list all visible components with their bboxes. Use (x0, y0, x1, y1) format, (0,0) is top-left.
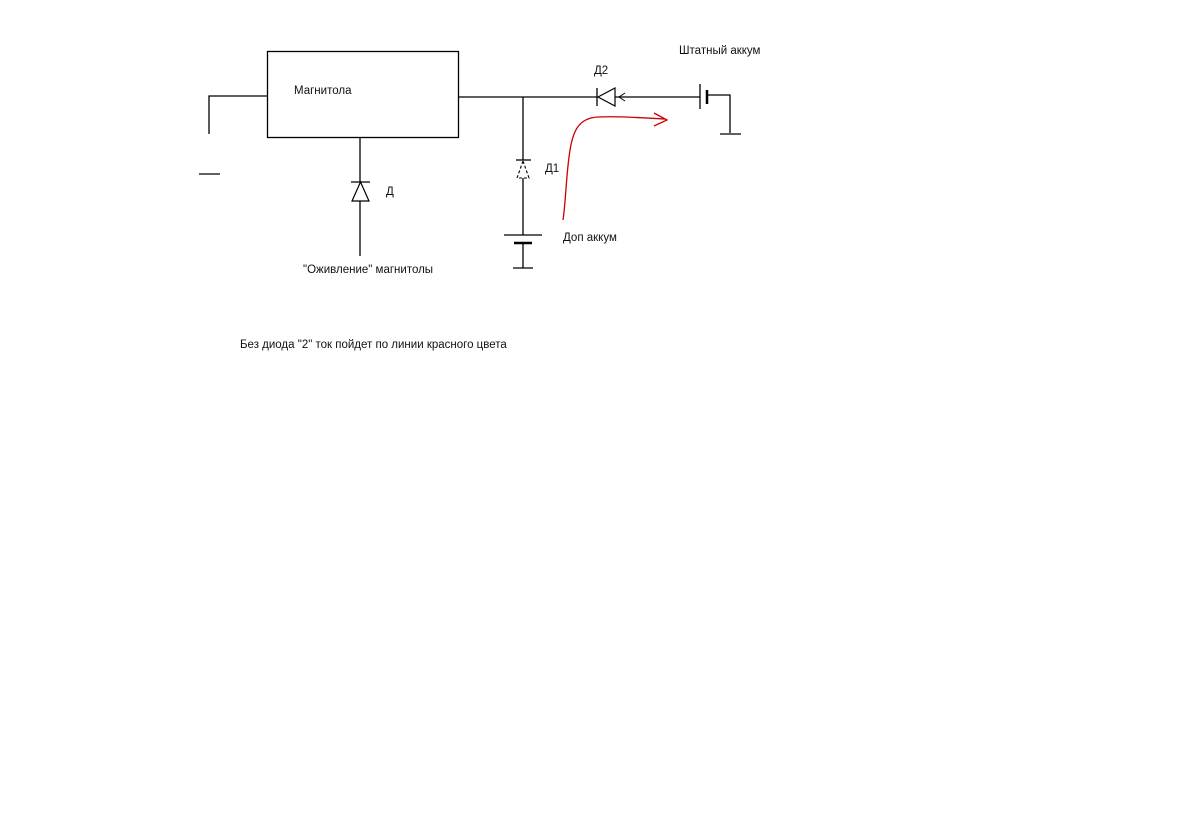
diode-main-label: Д (386, 186, 394, 198)
battery-main (699, 84, 741, 135)
battery-extra (504, 234, 542, 269)
diode-1 (516, 159, 531, 179)
radio-unit-box (266, 50, 460, 139)
diode-1-label: Д1 (545, 163, 559, 175)
note-text: Без диода "2" ток пойдет по линии красно… (240, 339, 507, 351)
diode-main (351, 180, 370, 202)
diode-2-label: Д2 (594, 65, 608, 77)
current-path-arrow (562, 116, 666, 221)
current-path-arrowhead (653, 112, 669, 127)
battery-extra-label: Доп аккум (563, 232, 617, 244)
left-ground-wire (208, 95, 267, 134)
battery-main-label: Штатный аккум (679, 45, 761, 57)
radio-unit-label: Магнитола (294, 85, 352, 97)
revival-label: "Оживление" магнитолы (303, 264, 433, 276)
